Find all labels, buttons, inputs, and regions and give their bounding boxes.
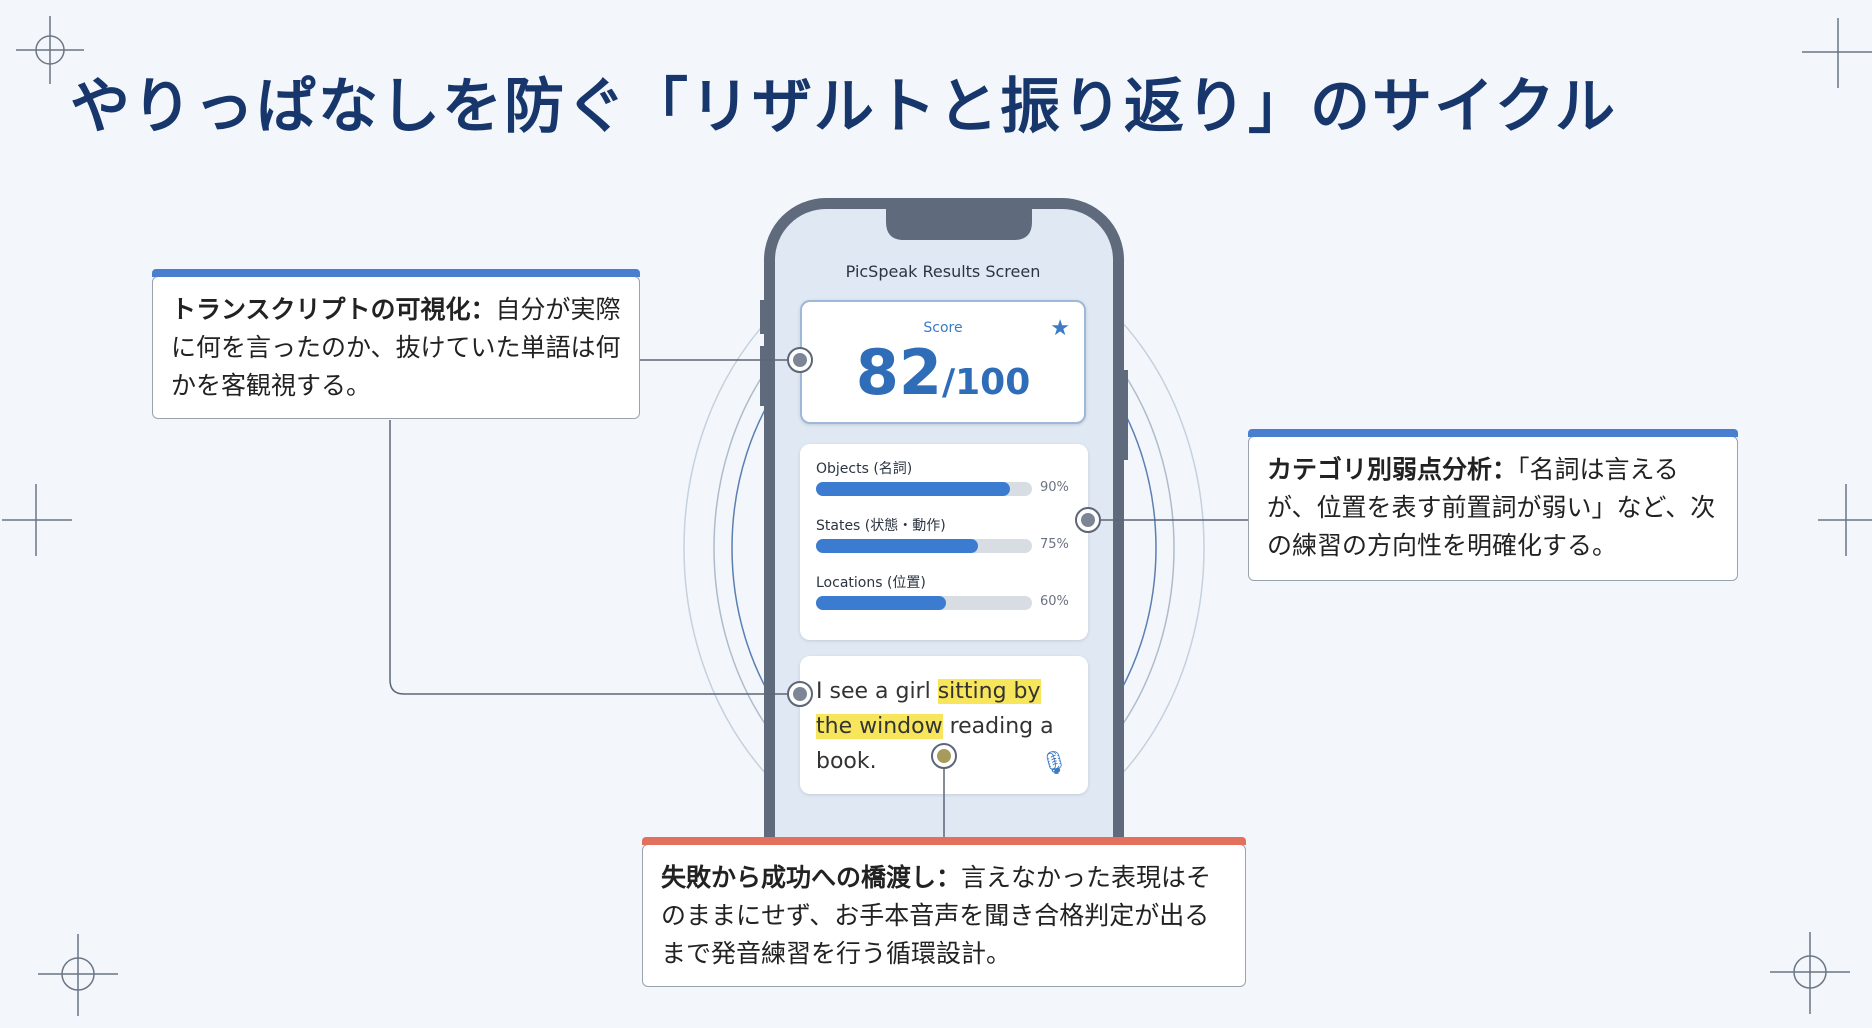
category-label: States (状態・動作) — [816, 518, 946, 534]
callout-text: 「名詞は言えるが、位置を表す前置詞が弱い」など、次の練習の方向性を明確化する。 — [1267, 455, 1716, 560]
callout-heading: カテゴリ別弱点分析： — [1267, 455, 1518, 484]
crosshair-top-left — [16, 16, 84, 84]
callout-body: カテゴリ別弱点分析：「名詞は言えるが、位置を表す前置詞が弱い」など、次の練習の方… — [1249, 437, 1737, 565]
callout-accent-bar — [1248, 429, 1738, 437]
crosshair-mid-right — [1818, 484, 1872, 556]
crosshair-top-right — [1802, 18, 1872, 88]
crosshair-bottom-left — [38, 934, 118, 1016]
category-row: Objects (名詞) 90% — [816, 458, 1072, 496]
crosshair-mid-left — [2, 484, 72, 556]
transcript-text: I see a girl sitting by the window readi… — [816, 674, 1068, 779]
progress-fill — [816, 482, 1011, 496]
score-label: Score — [923, 320, 963, 336]
callout-body: 失敗から成功への橋渡し：言えなかった表現はそのままにせず、お手本音声を聞き合格判… — [643, 845, 1245, 973]
transcript-highlight: the window — [816, 714, 943, 739]
callout-category-analysis: カテゴリ別弱点分析：「名詞は言えるが、位置を表す前置詞が弱い」など、次の練習の方… — [1248, 429, 1738, 581]
page-title: やりっぱなしを防ぐ「リザルトと振り返り」のサイクル — [70, 72, 1617, 142]
score-total: /100 — [941, 362, 1031, 403]
score-number: 82 — [855, 336, 942, 409]
category-percent: 75% — [1040, 537, 1069, 552]
callout-accent-bar — [642, 837, 1246, 845]
callout-body: トランスクリプトの可視化：自分が実際に何を言ったのか、抜けていた単語は何かを客観… — [153, 277, 639, 405]
callout-text: 言えなかった表現はそのままにせず、お手本音声を聞き合格判定が出るまで発音練習を行… — [661, 863, 1212, 968]
category-percent: 90% — [1040, 480, 1069, 495]
score-card: Score 82/100 ★ — [800, 300, 1086, 424]
callout-text: 自分が実際に何を言ったのか、抜けていた単語は何かを客観視する。 — [171, 295, 621, 400]
category-label: Locations (位置) — [816, 575, 926, 591]
category-percent: 60% — [1040, 594, 1069, 609]
app-title: PicSpeak Results Screen — [845, 262, 1041, 281]
progress-track — [816, 482, 1032, 496]
progress-track — [816, 596, 1032, 610]
callout-heading: 失敗から成功への橋渡し： — [661, 863, 962, 892]
microphone-icon[interactable]: 🎙 — [1040, 751, 1068, 776]
transcript-segment: reading a book. — [816, 714, 1054, 774]
score-value: 82/100 — [802, 336, 1084, 409]
category-card: Objects (名詞) 90% States (状態・動作) 75% Loca… — [800, 444, 1088, 640]
transcript-segment: I see a girl — [816, 679, 938, 704]
crosshair-bottom-right — [1770, 932, 1850, 1014]
category-label: Objects (名詞) — [816, 461, 913, 477]
star-icon[interactable]: ★ — [1050, 316, 1070, 341]
callout-transcript: トランスクリプトの可視化：自分が実際に何を言ったのか、抜けていた単語は何かを客観… — [152, 269, 640, 419]
progress-fill — [816, 596, 946, 610]
progress-track — [816, 539, 1032, 553]
callout-bridge: 失敗から成功への橋渡し：言えなかった表現はそのままにせず、お手本音声を聞き合格判… — [642, 837, 1246, 987]
callout-accent-bar — [152, 269, 640, 277]
category-row: States (状態・動作) 75% — [816, 515, 1072, 553]
transcript-highlight: sitting by — [937, 679, 1041, 704]
category-row: Locations (位置) 60% — [816, 572, 1072, 610]
progress-fill — [816, 539, 978, 553]
callout-heading: トランスクリプトの可視化： — [171, 295, 496, 324]
